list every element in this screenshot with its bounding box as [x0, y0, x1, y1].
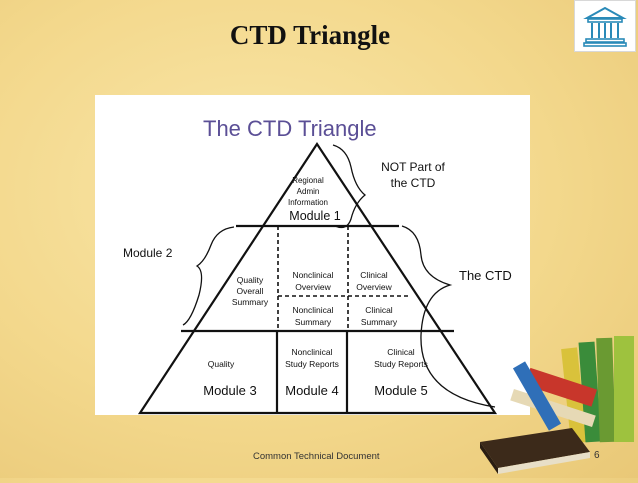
clinical-reports-line-2: Study Reports	[374, 359, 428, 369]
clinical-overview-line-2: Overview	[356, 282, 392, 292]
clinical-summary-line-1: Clinical	[365, 305, 393, 315]
ctd-triangle-outline	[137, 142, 498, 415]
nonclinical-summary-line-2: Summary	[295, 317, 332, 327]
module1-label: Module 1	[289, 209, 340, 223]
nonclinical-overview-line-1: Nonclinical	[292, 270, 333, 280]
not-part-line-1: NOT Part of	[381, 160, 445, 174]
quality-summary-line-2: Overall	[237, 286, 264, 296]
nonclinical-overview-line-2: Overview	[295, 282, 331, 292]
module4-label: Module 4	[285, 383, 338, 398]
slide-title: CTD Triangle	[229, 20, 391, 50]
apex-line-1: Regional	[292, 176, 324, 185]
books-stack-icon	[470, 330, 638, 478]
ctd-brace	[401, 225, 496, 408]
ctd-triangle-diagram: The CTD Triangle Regional Admin Informat…	[123, 116, 512, 415]
quality-summary-line-3: Summary	[232, 297, 269, 307]
not-part-brace	[332, 144, 367, 229]
quality-summary-line-1: Quality	[237, 275, 264, 285]
nonclinical-summary-line-1: Nonclinical	[292, 305, 333, 315]
module2-brace	[182, 226, 235, 326]
clinical-summary-line-2: Summary	[361, 317, 398, 327]
nonclinical-reports-line-2: Study Reports	[285, 359, 339, 369]
module2-side-label: Module 2	[123, 246, 173, 260]
clinical-overview-line-1: Clinical	[360, 270, 388, 280]
clinical-reports-line-1: Clinical	[387, 347, 415, 357]
institution-building-icon	[583, 6, 627, 47]
page-number: 6	[594, 450, 600, 461]
institution-logo	[574, 0, 636, 52]
quality-label: Quality	[208, 359, 235, 369]
apex-line-2: Admin	[297, 187, 320, 196]
not-part-line-2: the CTD	[391, 176, 436, 190]
footer-text: Common Technical Document	[253, 451, 380, 462]
apex-line-3: Information	[288, 198, 328, 207]
ctd-diagram-panel: The CTD Triangle Regional Admin Informat…	[95, 95, 530, 415]
nonclinical-reports-line-1: Nonclinical	[291, 347, 332, 357]
module3-label: Module 3	[203, 383, 256, 398]
diagram-heading: The CTD Triangle	[203, 116, 377, 141]
module5-label: Module 5	[374, 383, 427, 398]
the-ctd-label: The CTD	[459, 268, 512, 283]
